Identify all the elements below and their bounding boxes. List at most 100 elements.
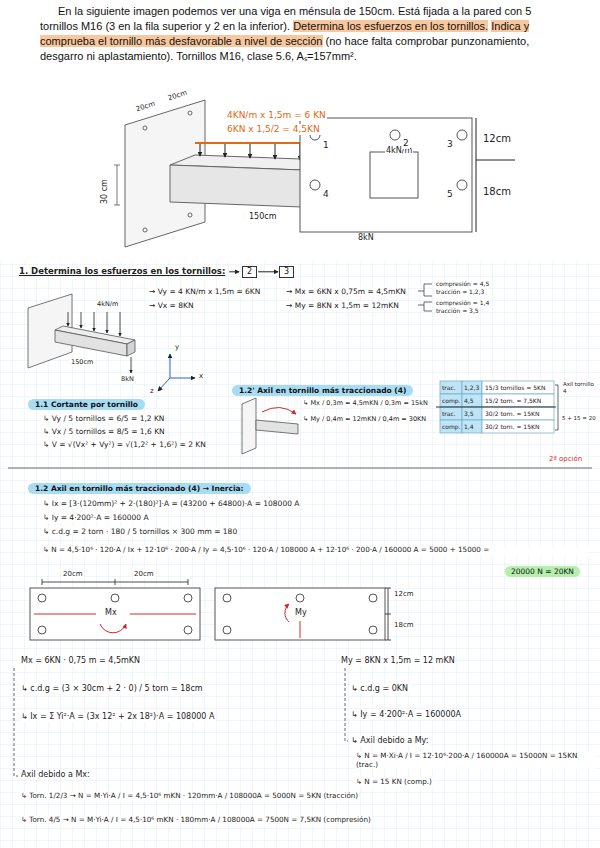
dimension-label: 12cm: [482, 133, 512, 145]
axis-label: x: [198, 372, 204, 380]
moment-label: My: [294, 608, 308, 618]
bolt-plate: [369, 594, 377, 602]
beam-sketch: [28, 294, 135, 368]
equation: Axil debido a Mx:: [20, 770, 91, 780]
bolt-plate: [457, 180, 467, 190]
bolt-plate: [457, 130, 467, 140]
load-arrows: [275, 144, 276, 159]
bolt-plate: [300, 118, 472, 232]
bolt-plate: [223, 626, 231, 634]
axis-label: z: [149, 387, 155, 395]
divider: [8, 468, 592, 469]
equation: ↳ Iy = 4·200²·A = 160000A: [350, 710, 462, 720]
table-cell: 4,5: [463, 397, 475, 404]
dimension-label: 20cm: [134, 99, 157, 114]
bolt-plate: [370, 152, 418, 198]
beam-sketch: [242, 398, 256, 454]
dimension-line: [476, 118, 515, 232]
load-label: 8kN: [120, 376, 135, 384]
equation: Mx = 6KN · 0,75 m = 4,5mKN: [20, 656, 141, 666]
dimension-label: 20cm: [133, 570, 155, 578]
dimension-line: [42, 579, 391, 640]
neutral-axis: [130, 614, 196, 615]
equation: ↳ V = √(Vx² + Vy²) = √(1,2² + 1,6²) = 2 …: [42, 440, 207, 449]
side-note: tracción = 1,2,3: [435, 288, 485, 295]
load-arrows: [68, 312, 131, 373]
dimension-line: [385, 614, 391, 615]
table-cell: 30/2 torn. = 15KN: [484, 423, 540, 430]
side-note: compresión = 4,5: [435, 280, 490, 287]
wall-plate: [188, 213, 192, 217]
table-grid: [436, 381, 556, 433]
section-band: 1.2' Axil en tornillo más traccionado (4…: [232, 385, 413, 396]
dimension-line: [476, 160, 515, 161]
table-cell: 1,2,3: [463, 384, 480, 391]
equation: ↳ N = M·Xi·A / I = 12·10⁶·200·A / 160000…: [355, 752, 595, 769]
bolt-number: 5: [446, 189, 454, 200]
bolt-plate: [30, 588, 200, 640]
dimension-label: 150cm: [70, 359, 94, 367]
load-arrows: [200, 144, 201, 156]
dimension-label: 18cm: [393, 621, 415, 629]
bolt-plate: [38, 626, 46, 634]
bolt-plate: [296, 594, 304, 602]
node-text: 3: [284, 267, 289, 277]
node-text: 1.2 Axil en tornillo más traccionado (4)…: [35, 484, 244, 493]
load-label: 8kN: [357, 233, 375, 243]
hand-note: 6KN x 1,5/2 = 4,5KN: [226, 124, 321, 135]
section-band: 1.2 Axil en tornillo más traccionado (4)…: [28, 483, 251, 494]
dimension-line: [188, 579, 189, 585]
bolt-plate: [300, 118, 472, 232]
step-box: 2: [242, 266, 257, 278]
load-arrows: [225, 144, 226, 157]
dimension-line: [114, 165, 120, 166]
equation: ↳ Mx / 0,3m = 4,5mKN / 0,3m = 15kN: [302, 400, 429, 408]
equation: → Vy = 4 KN/m x 1,5m = 6KN: [148, 287, 261, 296]
table-cell: comp.: [441, 397, 462, 404]
wall-plate: [143, 126, 147, 130]
table-grid: [440, 407, 462, 420]
equation: ↳ Torn. 1/2/3 → N = M·Yi·A / I = 4,5·10⁶…: [20, 792, 359, 801]
table-cell: 15/2 torn. = 7,5KN: [484, 397, 542, 404]
table-cell: trac.: [441, 384, 457, 391]
table-cell: 15/3 tornillos = 5KN: [484, 384, 546, 391]
problem-statement: En la siguiente imagen podemos ver una v…: [40, 4, 565, 64]
dimension-label: 30 cm: [100, 178, 110, 205]
graph-paper: [0, 262, 600, 848]
dimension-label: 20cm: [62, 570, 84, 578]
table-grid: [462, 420, 482, 433]
dimension-line: [115, 579, 116, 585]
dimension-label: 20cm: [166, 88, 189, 103]
equation: ↳ c.d.g = (3 × 30cm + 2 · 0) / 5 torn = …: [20, 684, 204, 694]
table-grid: [482, 381, 554, 394]
dimension-line: [385, 640, 391, 641]
equation: ↳ c.d.g = 2 torn · 180 / 5 tornillos × 3…: [42, 527, 238, 536]
bracket: [555, 385, 558, 430]
equation: ↳ Ix = [3·(120mm)² + 2·(180)²]·A = (4320…: [42, 499, 300, 508]
dimension-line: [117, 165, 118, 205]
bolt-plate: [215, 588, 385, 640]
equation: ↳ Vy / 5 tornillos = 6/5 = 1,2 KN: [42, 414, 165, 423]
side-note: Axil tornillo 4: [562, 381, 597, 394]
leader-arrow: [229, 271, 239, 272]
section-heading: 1. Determina los esfuerzos en los tornil…: [18, 266, 226, 276]
load-arrows: [94, 312, 95, 331]
result-highlight: 20000 N = 20KN: [505, 566, 580, 577]
beam-sketch: [55, 330, 127, 356]
bolt-plate: [111, 594, 119, 602]
table-grid: [462, 407, 482, 420]
bolt-plate: [184, 626, 192, 634]
dimension-label: 12cm: [393, 590, 415, 598]
table-grid: [462, 394, 482, 407]
equation: ↳ My / 0,4m = 12mKN / 0,4m = 30KN: [302, 416, 427, 424]
equation: ↳ Torn. 4/5 → N = M·Yi·A / I = 4,5·10⁶ m…: [20, 816, 372, 825]
bolt-plate: [390, 130, 400, 140]
equation: ↳ c.d.g = 0KN: [350, 684, 409, 694]
table-grid: [440, 420, 462, 433]
table-grid: [436, 407, 556, 408]
leader-line: [14, 668, 18, 776]
flow-arrow: [258, 271, 278, 272]
table-grid: [462, 381, 482, 394]
table-cell: trac.: [441, 410, 457, 417]
